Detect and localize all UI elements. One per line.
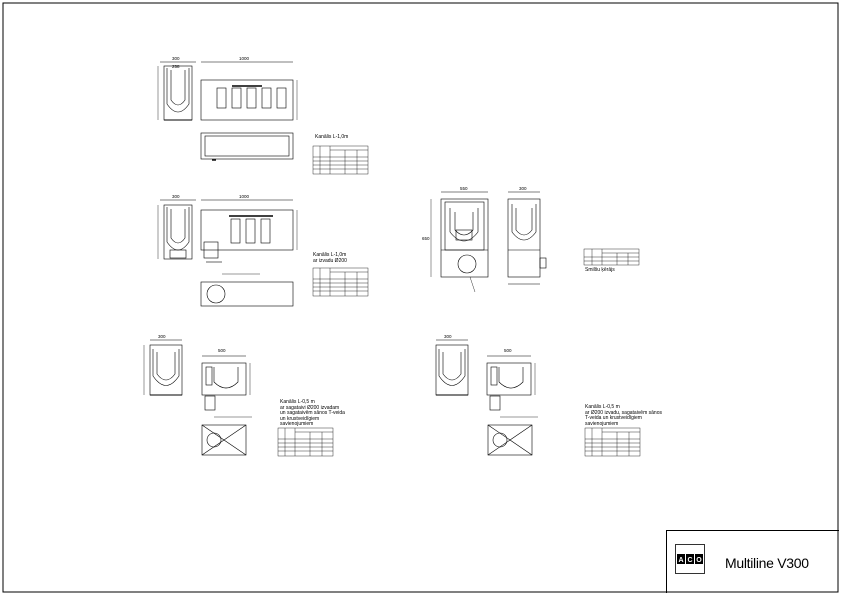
channel-05m-section <box>143 339 183 396</box>
channel-05m-top-view <box>201 416 252 456</box>
aco-logo-icon: A C O <box>675 544 705 574</box>
channel-1m-outlet-section <box>157 199 196 260</box>
note-sand-trap: Smilšu ķērājs <box>585 267 615 273</box>
dim-width-300-row2: 300 <box>172 194 180 199</box>
channel-05m-outlet-top-view <box>487 416 538 456</box>
sheet-border <box>2 2 839 593</box>
dim-width-300: 300 <box>172 56 180 61</box>
note-channel-1m-outlet: Kanālis L-1,0m ar izvadu Ø200 <box>313 252 347 264</box>
dim-length-500-b: 500 <box>504 348 512 353</box>
svg-text:C: C <box>687 557 692 564</box>
channel-1m-side-view <box>200 61 298 121</box>
svg-text:A: A <box>678 557 683 564</box>
spec-table-4 <box>277 427 334 457</box>
channel-1m-section <box>157 61 196 121</box>
channel-05m-outlet-section <box>435 339 469 396</box>
channel-05m-side-view <box>201 355 251 411</box>
dim-width-300-row3: 300 <box>158 334 166 339</box>
channel-1m-outlet-top-view <box>200 273 294 307</box>
spec-table-5 <box>584 427 641 457</box>
spec-table-2 <box>312 267 369 297</box>
dim-width-300-row3b: 300 <box>444 334 452 339</box>
product-title: Multiline V300 <box>725 555 809 571</box>
dim-width-300-trap: 300 <box>519 186 527 191</box>
note-channel-05m: Kanālis L-0,5 m ar sagataivi Ø200 izvada… <box>280 399 345 427</box>
channel-1m-top-view <box>200 132 294 161</box>
svg-text:O: O <box>696 557 702 564</box>
spec-table-3 <box>583 248 640 266</box>
sand-trap-front-view <box>430 191 489 293</box>
dim-width-550: 550 <box>460 186 468 191</box>
dim-width-258: 258 <box>172 64 180 69</box>
channel-05m-outlet-side-view <box>486 355 536 411</box>
channel-1m-outlet-side-view <box>200 199 298 263</box>
dim-length-1000: 1000 <box>239 56 250 61</box>
note-channel-05m-outlet: Kanālis L-0,5 m ar Ø200 izvadu, sagataiv… <box>585 404 662 427</box>
dim-length-500: 500 <box>218 348 226 353</box>
note-channel-1m: Kanālis L-1,0m <box>315 134 349 140</box>
sand-trap-side-view <box>507 191 547 285</box>
spec-table-1 <box>312 145 369 175</box>
dim-length-1000-row2: 1000 <box>239 194 250 199</box>
dim-height-650: 650 <box>422 236 430 241</box>
title-block: A C O Multiline V300 <box>666 530 839 593</box>
